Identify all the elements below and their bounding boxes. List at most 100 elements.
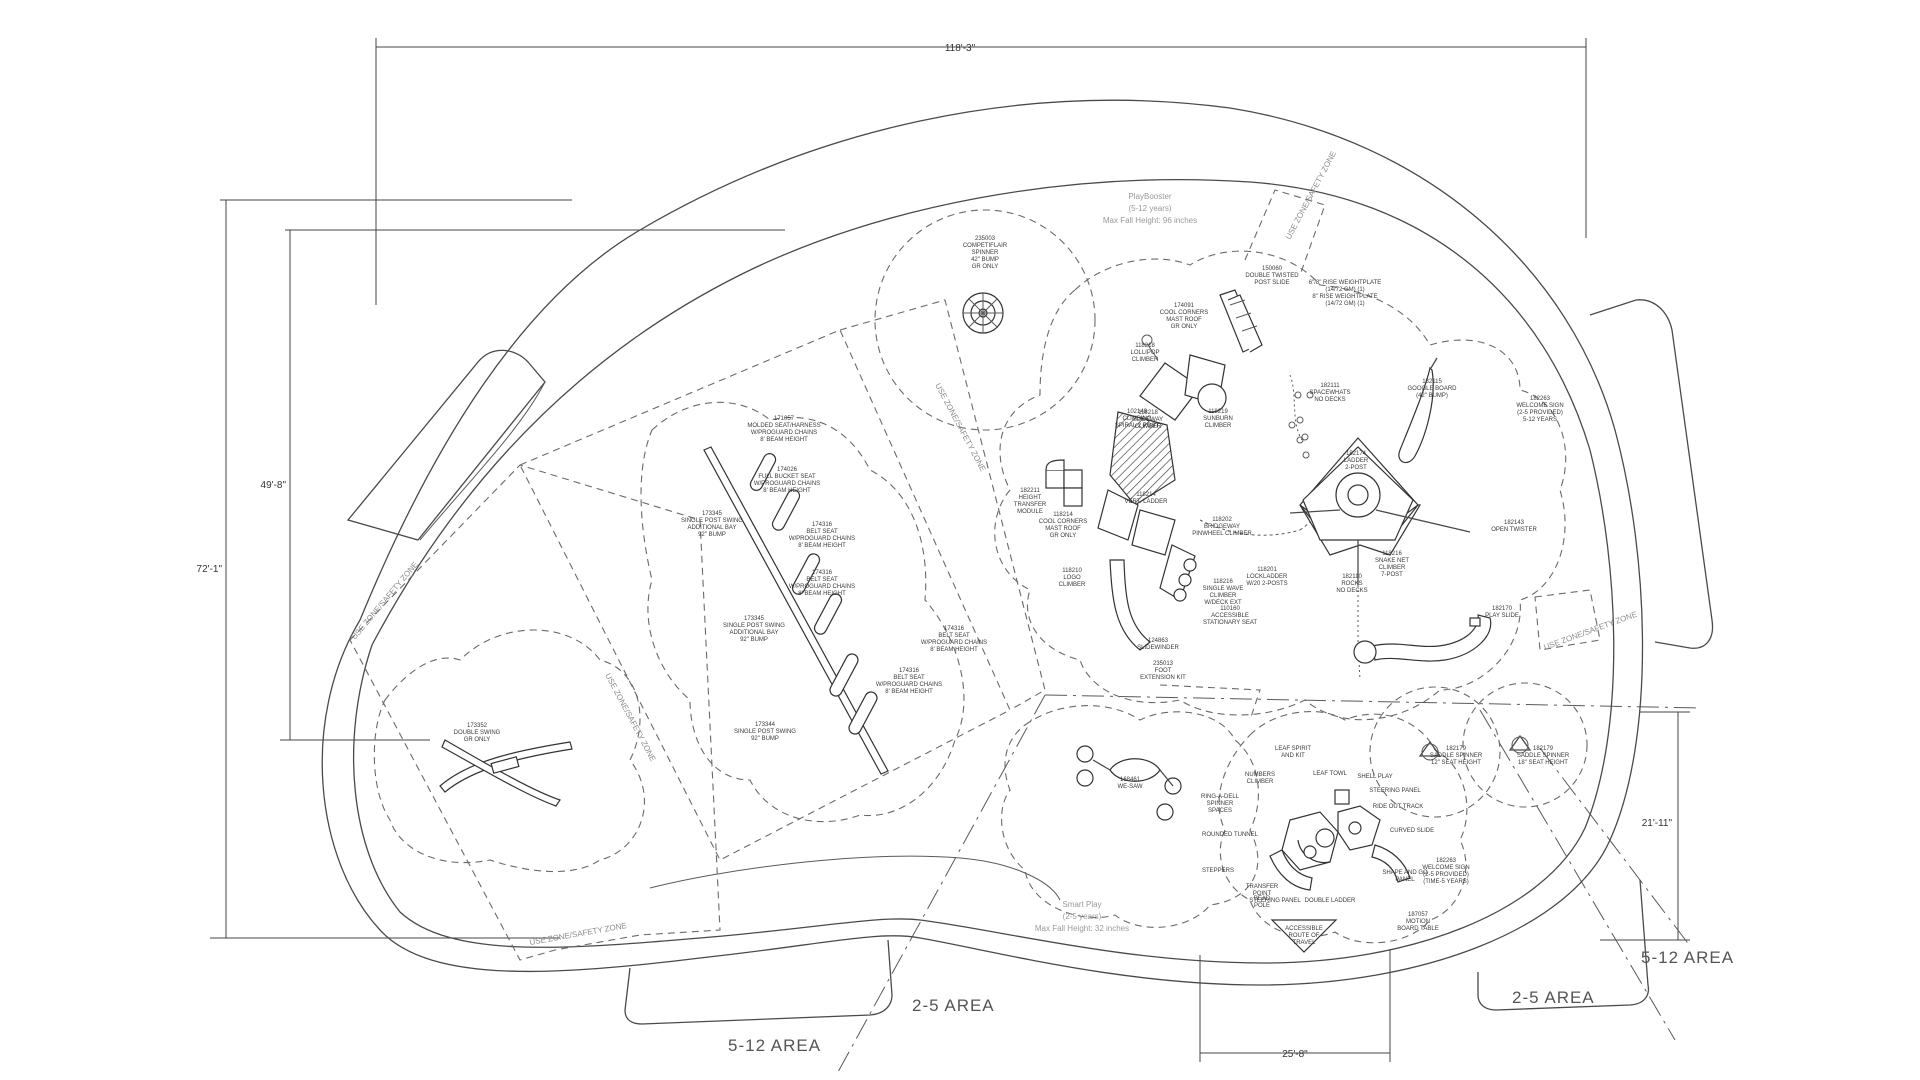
zone-title-small: Smart Play (2-5 years) Max Fall Height: …	[1035, 900, 1129, 933]
equipment-label-line: 118201	[1257, 567, 1277, 573]
equipment-label-line: LOGO	[1063, 575, 1081, 581]
equipment-label-line: 8' BEAM HEIGHT	[885, 689, 933, 695]
equipment-label-line: 182263	[1530, 396, 1551, 402]
equipment-label-line: BELT SEAT	[938, 633, 970, 639]
equipment-label-line: SADDLE SPINNER	[1430, 753, 1483, 759]
we-saw-symbol	[1076, 745, 1182, 821]
zone-name: PlayBooster	[1128, 192, 1171, 201]
zone-line-label: USE ZONE/SAFETY ZONE	[1284, 150, 1338, 241]
equipment-label-line: 182143	[1504, 520, 1525, 526]
equipment-label-line: 8" RISE WEIGHTPLATE	[1312, 294, 1377, 300]
equipment-label-line: GR ONLY	[972, 264, 999, 270]
equipment-label-line: COOL CORNERS	[1160, 310, 1208, 316]
equipment-label-line: GR ONLY	[464, 737, 491, 743]
equipment-label-line: ADDITIONAL BAY	[687, 525, 736, 531]
equipment-label-line: ROUNDED TUNNEL	[1202, 832, 1259, 838]
area-label-5-12: 5-12 AREA	[728, 1036, 821, 1055]
equipment-label-line: 6"/8" RISE WEIGHTPLATE	[1309, 280, 1382, 286]
equipment-label-line: ADDITIONAL BAY	[729, 630, 778, 636]
equipment-label-line: LEAF SPIRIT	[1275, 746, 1311, 752]
equipment-label-line: LOLLIPOP	[1130, 350, 1159, 356]
equipment-label-line: FOOT	[1155, 668, 1172, 674]
equipment-label-line: MAST ROOF	[1045, 526, 1081, 532]
equipment-label-line: (2-5 PROVIDED)	[1423, 872, 1469, 878]
equipment-label-line: MAST ROOF	[1166, 317, 1202, 323]
zone-name: Smart Play	[1062, 900, 1101, 909]
equipment-label-line: COMPETIFLAIR	[963, 243, 1008, 249]
equipment-label-line: 118218	[1135, 343, 1155, 349]
equipment-label-line: DOUBLE TWISTED	[1245, 273, 1299, 279]
dimension-overall-width: 118'-3"	[945, 43, 976, 54]
equipment-label-line: (TIME-5 YEARS)	[1423, 879, 1469, 885]
equipment-label-line: SUNBURN	[1203, 416, 1233, 422]
equipment-label-line: SADDLE SPINNER	[1517, 753, 1570, 759]
equipment-label: SHELL PLAY	[1357, 774, 1392, 780]
equipment-label-line: PANEL	[1395, 877, 1415, 883]
equipment-label-line: 12" SEAT HEIGHT	[1431, 760, 1481, 766]
equipment-label-line: SPACES	[1208, 808, 1232, 814]
zone-ages: (2-5 years)	[1063, 912, 1102, 921]
equipment-label-line: ACCESSIBLE	[1285, 926, 1323, 932]
equipment-label-line: W/DECK EXT	[1204, 600, 1242, 606]
equipment-label-line: GR ONLY	[1171, 324, 1198, 330]
zone-fall-height: Max Fall Height: 32 inches	[1035, 924, 1129, 933]
equipment-label-line: 8' BEAM HEIGHT	[763, 488, 811, 494]
equipment-label-line: SHELL PLAY	[1357, 774, 1392, 780]
main-playstructure	[1045, 289, 1333, 651]
equipment-label-line: 118210	[1062, 568, 1082, 574]
equipment-label-line: SHAPE AND GO	[1382, 870, 1428, 876]
equipment-label-line: POST SLIDE	[1254, 280, 1289, 286]
equipment-label-line: LADDER	[1344, 458, 1369, 464]
equipment-label-line: DOUBLE SWING	[454, 730, 501, 736]
equipment-label-line: 8' BEAM HEIGHT	[760, 437, 808, 443]
equipment-label-line: AND KIT	[1281, 753, 1305, 759]
equipment-label-line: 5-12 YEARS	[1523, 417, 1557, 423]
equipment-label-line: CLIMBER	[1135, 424, 1162, 430]
equipment-label-line: DOUBLE LADDER	[1305, 898, 1356, 904]
equipment-label-line: TRANSFER	[1014, 502, 1047, 508]
equipment-label-line: BRIDGEWAY	[1204, 524, 1240, 530]
equipment-label-line: SPINNER	[1207, 801, 1234, 807]
equipment-label-line: OPEN TWISTER	[1491, 527, 1537, 533]
equipment-label-line: 118214	[1136, 492, 1156, 498]
equipment-label-line: PINWHEEL CLIMBER	[1192, 531, 1252, 537]
equipment-label-line: 118216	[1213, 579, 1233, 585]
equipment-label: ROUNDED TUNNEL	[1202, 832, 1259, 838]
equipment-label-line: LOCKLADDER	[1247, 574, 1288, 580]
equipment-label-line: STEERING PANEL	[1369, 788, 1421, 794]
equipment-label-line: GOOGLE BOARD	[1407, 386, 1457, 392]
equipment-label-line: STATIONARY SEAT	[1203, 620, 1257, 626]
equipment-label-line: ROCKS	[1341, 581, 1362, 587]
equipment-label-line: 150060	[1262, 266, 1283, 272]
dimension-lines	[210, 38, 1701, 1073]
equipment-label: STEPPERS	[1202, 868, 1234, 874]
dimension-bottom-width: 25'-8"	[1282, 1049, 1308, 1060]
equipment-label-line: 182115	[1422, 379, 1442, 385]
zone-line-label: USE ZONE/SAFETY ZONE	[350, 560, 420, 641]
area-labels: 5-12 AREA 2-5 AREA 2-5 AREA 5-12 AREA	[728, 948, 1733, 1055]
equipment-label-line: W/PROGUARD CHAINS	[876, 682, 942, 688]
equipment-label-line: MODULE	[1017, 509, 1043, 515]
equipment-label-line: 42" BUMP	[971, 257, 999, 263]
